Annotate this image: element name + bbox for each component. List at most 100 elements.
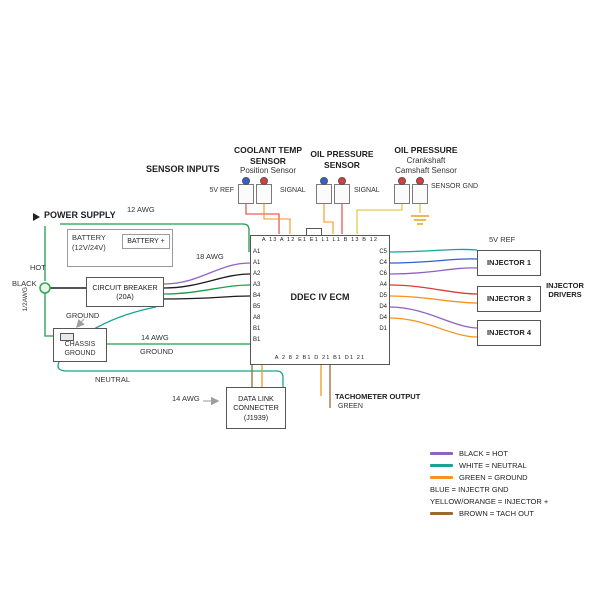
18awg-label: 18 AWG bbox=[196, 252, 224, 261]
ecm-left-pin: B4 bbox=[253, 293, 261, 299]
oilpressure-connector-right bbox=[334, 184, 350, 204]
wire-camshaft-signal bbox=[356, 203, 403, 234]
oilpressure-connector-left bbox=[316, 184, 332, 204]
legend-text: BROWN = TACH OUT bbox=[459, 509, 534, 518]
wire-oilpressure-5vref bbox=[323, 203, 334, 234]
ecm-right-pin: C4 bbox=[379, 260, 387, 266]
tachometer-sub-label: GREEN bbox=[338, 403, 363, 410]
ecm-left-pins: A1 A1 A2 A3 B4 B5 A8 B1 B1 bbox=[253, 247, 260, 346]
injector-1-box: INJECTOR 1 bbox=[477, 250, 541, 276]
injector-4-box: INJECTOR 4 bbox=[477, 320, 541, 346]
wire-bundle-purple bbox=[163, 262, 251, 285]
ground-upper-label: GROUND bbox=[66, 311, 100, 320]
wire-inj4-orange bbox=[389, 317, 478, 338]
ecm-bottom-pins: A 2 8 2 B1 D 21 B1 D1 21 bbox=[274, 355, 366, 361]
ecm-left-pin: B1 bbox=[253, 326, 261, 332]
coolant-connector-right bbox=[256, 184, 272, 204]
ecm-top-pins: A 13 A 12 E1 E1 L1 L1 B 13 B 12 bbox=[261, 237, 379, 243]
legend-text: GREEN = GROUND bbox=[459, 473, 528, 482]
wire-inj1-purple bbox=[389, 267, 478, 275]
wire-bundle-black1 bbox=[163, 273, 251, 289]
ecm-left-pin: B5 bbox=[253, 304, 261, 310]
chassis-terminal-icon bbox=[60, 333, 74, 341]
chassis-label-1: CHASSIS bbox=[64, 341, 96, 348]
camsensor-connector-left bbox=[394, 184, 410, 204]
camsensor-connector-right bbox=[412, 184, 428, 204]
ecm-right-pins: C5 C4 C6 A4 D5 D4 D4 D1 bbox=[372, 247, 387, 335]
ecm-right-pin: D4 bbox=[379, 315, 387, 321]
legend-swatch-brown bbox=[430, 512, 453, 515]
signal-label-1: SIGNAL bbox=[280, 187, 306, 194]
ecm-left-pin: A8 bbox=[253, 315, 261, 321]
data-link-connector-box: DATA LINK CONNECTER (J1939) bbox=[226, 387, 286, 429]
terminal-blue-icon bbox=[320, 177, 328, 185]
neutral-label: NEUTRAL bbox=[95, 375, 131, 384]
chassis-label-2: GROUND bbox=[64, 350, 96, 357]
14awg-bottom-label: 14 AWG bbox=[172, 394, 200, 403]
hot-label: HOT bbox=[30, 263, 46, 272]
battery-plus-box: BATTERY + bbox=[122, 234, 170, 249]
wire-coolant-signal bbox=[263, 203, 291, 234]
coolant-temp-sensor-label: COOLANT TEMP SENSOR Position Sensor bbox=[234, 145, 302, 176]
ecm-left-pin: A1 bbox=[253, 260, 261, 266]
legend-text: WHITE = NEUTRAL bbox=[459, 461, 527, 470]
ground-arrow-icon bbox=[76, 318, 85, 329]
ecm-title: DDEC IV ECM bbox=[290, 292, 350, 302]
sensor-gnd-label: SENSOR GND bbox=[431, 183, 479, 190]
legend-text: YELLOW/ORANGE = INJECTOR + bbox=[430, 497, 549, 506]
injector-3-box: INJECTOR 3 bbox=[477, 286, 541, 312]
ground-symbol-icon bbox=[411, 215, 429, 225]
legend-row: WHITE = NEUTRAL bbox=[430, 461, 527, 470]
wire-inj3-orange bbox=[389, 295, 478, 304]
14awg-label: 14 AWG bbox=[141, 333, 169, 342]
wire-neutral-teal bbox=[57, 306, 284, 387]
legend-row: GREEN = GROUND bbox=[430, 473, 528, 482]
wire-inj-5vref-teal bbox=[389, 248, 478, 253]
black-label: BLACK bbox=[12, 279, 37, 288]
signal-label-2: SIGNAL bbox=[354, 187, 380, 194]
ecm-right-pin: D4 bbox=[379, 304, 387, 310]
legend-row: BROWN = TACH OUT bbox=[430, 509, 534, 518]
circuit-breaker-box: CIRCUIT BREAKER (20A) bbox=[86, 277, 164, 307]
sensor-inputs-label: SENSOR INPUTS bbox=[146, 164, 220, 174]
wire-hot-to-chassis bbox=[44, 293, 53, 337]
power-supply-arrow-icon bbox=[33, 213, 40, 221]
ecm-box bbox=[250, 235, 390, 365]
12awg-label: 12 AWG bbox=[127, 205, 155, 214]
coolant-connector-left bbox=[238, 184, 254, 204]
legend-text: BLUE = INJECTR GND bbox=[430, 485, 509, 494]
legend-swatch-purple bbox=[430, 452, 453, 455]
power-supply-label: POWER SUPPLY bbox=[44, 210, 116, 220]
ecm-left-pin: A2 bbox=[253, 271, 261, 277]
battery-label: BATTERY bbox=[72, 233, 106, 242]
ecm-right-pin: C6 bbox=[379, 271, 387, 277]
terminal-red-icon bbox=[398, 177, 406, 185]
injector-5vref-label: 5V REF bbox=[489, 235, 516, 244]
ecm-left-pin: A1 bbox=[253, 249, 261, 255]
awg-vertical-label: 1/2AWG bbox=[22, 287, 29, 312]
legend-swatch-orange bbox=[430, 476, 453, 479]
oil-pressure-sensor-label: OIL PRESSURE SENSOR bbox=[310, 149, 374, 170]
legend-swatch-teal bbox=[430, 464, 453, 467]
ecm-left-pin: B1 bbox=[253, 337, 261, 343]
ecm-right-pin: D5 bbox=[379, 293, 387, 299]
ecm-right-pin: A4 bbox=[379, 282, 387, 288]
wire-12awg-green bbox=[60, 223, 250, 252]
oil-pressure-cam-sensor-label: OIL PRESSURE Crankshaft Camshaft Sensor bbox=[394, 145, 458, 175]
legend-row: BLUE = INJECTR GND bbox=[430, 485, 509, 494]
wire-inj4-purple bbox=[389, 306, 478, 329]
sensor-5vref-label: 5V REF bbox=[209, 187, 234, 194]
ecm-left-pin: A3 bbox=[253, 282, 261, 288]
wire-bundle-black2 bbox=[163, 295, 251, 300]
wire-inj3-red bbox=[389, 284, 478, 295]
terminal-red-icon bbox=[416, 177, 424, 185]
terminal-red-icon bbox=[338, 177, 346, 185]
legend-row: BLACK = HOT bbox=[430, 449, 508, 458]
legend-row: YELLOW/ORANGE = INJECTOR + bbox=[430, 497, 548, 506]
ground-right-label: GROUND bbox=[140, 347, 174, 356]
injector-drivers-label: INJECTOR DRIVERS bbox=[546, 281, 584, 300]
hot-terminal-icon bbox=[39, 282, 51, 294]
ecm-right-pin: D1 bbox=[379, 326, 387, 332]
tachometer-output-label: TACHOMETER OUTPUT bbox=[335, 392, 421, 401]
